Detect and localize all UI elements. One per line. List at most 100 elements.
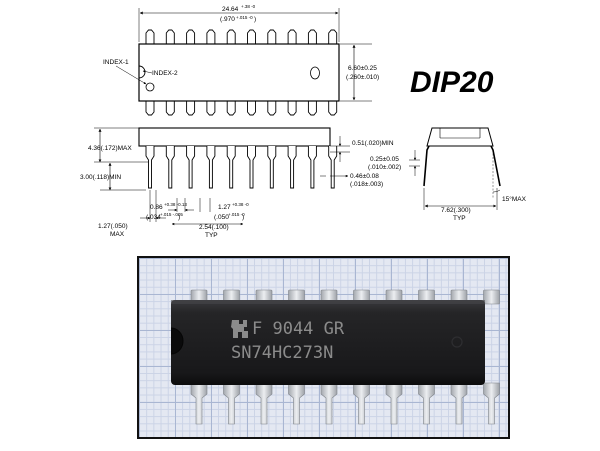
dim-shoulder-width-in-close: ) bbox=[178, 214, 180, 221]
top-view-pin bbox=[145, 101, 155, 116]
dim-overall-length-tol: +.38 -0 bbox=[241, 4, 256, 9]
photo-lead-bottom bbox=[385, 382, 403, 425]
photo-lead-bottom bbox=[190, 382, 208, 425]
side-view-pin bbox=[247, 146, 256, 189]
chip-body bbox=[171, 300, 485, 385]
dim-pitch-note: TYP bbox=[205, 232, 218, 239]
dim-shoulder-width: 0.86 bbox=[150, 204, 163, 211]
dim-shoulder-width-in: (.034 bbox=[146, 214, 161, 221]
photo-lead-bottom bbox=[255, 382, 273, 425]
photo-lead-bottom bbox=[320, 382, 338, 425]
end-view-body bbox=[426, 127, 494, 147]
dim-lead-angle: 15°MAX bbox=[502, 195, 527, 203]
dim-end-offset-note: MAX bbox=[110, 231, 125, 238]
top-view-pin bbox=[165, 29, 175, 44]
top-view-pin bbox=[287, 29, 297, 44]
photo-lead-bottom bbox=[450, 382, 468, 425]
top-view-pin bbox=[328, 29, 338, 44]
dim-shoulder-width-in-tol: +.015 -.005 bbox=[160, 212, 183, 217]
dim-lead-width-in: (.018±.003) bbox=[350, 181, 383, 188]
angle-arc bbox=[492, 189, 501, 193]
dim-overall-length-in-close: ) bbox=[254, 16, 256, 23]
label-index-2: INDEX-2 bbox=[152, 70, 178, 77]
photo-lead-bottom bbox=[223, 382, 240, 425]
chip-body-edge bbox=[171, 300, 485, 304]
chip-notch bbox=[170, 327, 184, 355]
dim-shoulder-width-2-in: (.050 bbox=[214, 214, 229, 221]
dim-body-width: 6.60±0.25 bbox=[348, 65, 377, 72]
top-view-pin bbox=[206, 29, 216, 44]
package-title: DIP20 bbox=[410, 66, 494, 99]
top-view-pin bbox=[307, 101, 317, 116]
top-view-pin bbox=[287, 101, 297, 116]
top-view-pin bbox=[206, 101, 216, 116]
side-view-pin bbox=[186, 146, 196, 189]
dim-overall-length: 24.64 bbox=[222, 6, 239, 13]
photo-lead-top bbox=[483, 289, 500, 305]
top-view-pin bbox=[328, 101, 338, 116]
dim-overall-length-in-tol: +.015 -0 bbox=[236, 15, 253, 20]
top-view-pin bbox=[226, 29, 236, 44]
top-view-pin bbox=[307, 29, 317, 44]
side-view-pin bbox=[145, 146, 155, 189]
dim-shoulder-width-2-in-tol: +.015 -0 bbox=[228, 212, 245, 217]
side-pins bbox=[145, 146, 338, 189]
top-view-pin bbox=[247, 29, 256, 44]
top-view-body bbox=[138, 43, 340, 102]
dim-standoff-min: 0.51(.020)MIN bbox=[352, 140, 394, 147]
leader-index-2 bbox=[142, 70, 153, 74]
dim-height-max: 4.36(.172)MAX bbox=[88, 145, 132, 152]
leader-index-1 bbox=[115, 65, 147, 85]
side-view-pin bbox=[206, 146, 216, 189]
dim-overall-length-in: (.970 bbox=[220, 16, 235, 23]
side-view-pin bbox=[287, 146, 297, 189]
side-view-pin bbox=[226, 146, 236, 189]
chip-photo: F 9044 GR SN74HC273N bbox=[137, 256, 510, 439]
chip-marking-line-2: SN74HC273N bbox=[231, 343, 333, 363]
top-pins-lower bbox=[145, 101, 338, 116]
top-view-pin bbox=[186, 29, 196, 44]
top-view: 24.64 +.38 -0 (.970 +.015 -0 ) INDEX-1 I… bbox=[103, 4, 379, 116]
side-view-pin bbox=[267, 146, 277, 189]
dim-shoulder-width-2-in-close: ) bbox=[242, 214, 244, 221]
photo-lead-bottom bbox=[483, 382, 500, 425]
chip-photo-image: F 9044 GR SN74HC273N bbox=[170, 289, 500, 425]
dim-body-width-in: (.260±.010) bbox=[346, 74, 379, 81]
ejector-mark bbox=[451, 336, 463, 348]
top-view-pin bbox=[186, 101, 196, 116]
dim-lead-thickness-in: (.010±.002) bbox=[368, 164, 401, 171]
end-view-lead-left bbox=[423, 145, 430, 187]
photo-lead-bottom bbox=[288, 382, 305, 425]
dim-shoulder-width-2-tol: +0.38 -0 bbox=[232, 202, 249, 207]
dim-shoulder-width-tol: +0.38 -0.13 bbox=[164, 202, 187, 207]
top-view-pin bbox=[165, 101, 175, 116]
end-view: 0.25±0.05 (.010±.002) 7.62(.300) TYP 15°… bbox=[368, 127, 527, 222]
top-view-pin bbox=[267, 101, 277, 116]
side-view: 4.36(.172)MAX 3.00(.118)MIN 0.51(.020)MI… bbox=[80, 127, 394, 239]
label-index-1: INDEX-1 bbox=[103, 59, 129, 66]
dim-row-spacing: 7.62(.300) bbox=[441, 207, 471, 214]
index-1-mark bbox=[145, 82, 155, 92]
side-view-body bbox=[138, 127, 331, 147]
dim-lead-length-min: 3.00(.118)MIN bbox=[80, 174, 121, 181]
side-view-pin bbox=[328, 146, 338, 189]
photo-lead-bottom bbox=[353, 382, 370, 425]
dim-shoulder-width-2: 1.27 bbox=[218, 204, 231, 211]
end-view-lead-right bbox=[490, 145, 501, 187]
dim-end-offset: 1.27(.050) bbox=[98, 223, 128, 230]
side-view-pin bbox=[165, 146, 175, 189]
ti-logo-icon bbox=[231, 320, 248, 338]
dim-row-spacing-note: TYP bbox=[453, 215, 466, 222]
photo-lead-bottom bbox=[418, 382, 435, 425]
dim-lead-width: 0.46±0.08 bbox=[350, 173, 379, 180]
top-view-pin bbox=[267, 29, 277, 44]
chip-marking-line-1: F 9044 GR bbox=[252, 319, 345, 339]
side-view-pin bbox=[307, 146, 317, 189]
photo-leads-bottom bbox=[190, 382, 500, 425]
ejector-mark bbox=[310, 66, 320, 80]
top-view-pin bbox=[226, 101, 236, 116]
dim-pitch: 2.54(.100) bbox=[199, 224, 229, 231]
top-view-pin bbox=[247, 101, 256, 116]
top-pins-upper bbox=[145, 29, 338, 44]
